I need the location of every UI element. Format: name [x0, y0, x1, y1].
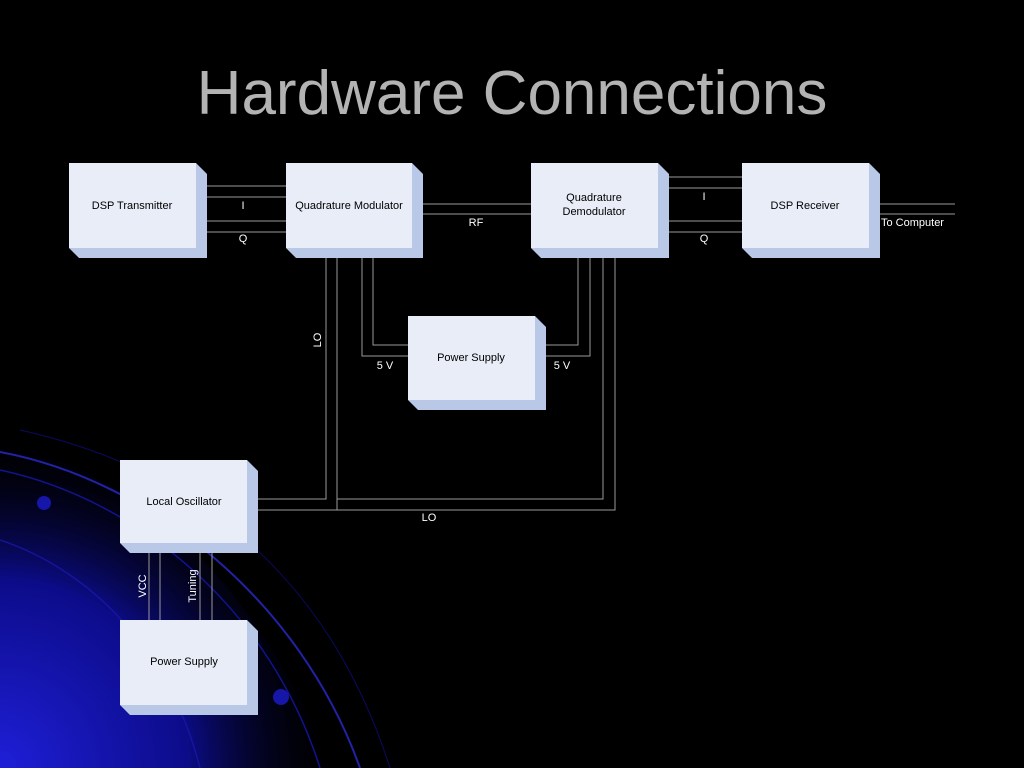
block-local-oscillator: Local Oscillator [120, 460, 258, 553]
swoosh-arc-2 [0, 469, 321, 768]
local-oscillator-label: Local Oscillator [146, 496, 222, 508]
swoosh-arc-1 [0, 451, 361, 768]
label-to-computer: To Computer [881, 217, 944, 229]
label-tx-i: I [241, 200, 244, 212]
power-supply-bottom-label: Power Supply [150, 656, 218, 668]
wire-lo-mod-b [258, 258, 338, 511]
dsp-transmitter-label: DSP Transmitter [92, 200, 173, 212]
swoosh-dot-2 [273, 689, 289, 705]
block-power-supply-bottom: Power Supply [120, 620, 258, 715]
wire-demod-5v-b [535, 258, 591, 357]
block-dsp-receiver: DSP Receiver [742, 163, 880, 258]
wire-lo-demod-b [337, 258, 616, 511]
dsp-receiver-label: DSP Receiver [771, 200, 840, 212]
wire-lo-mod-a [258, 258, 327, 500]
block-quadrature-modulator: Quadrature Modulator [286, 163, 423, 258]
signal-labels: I Q RF I Q To Computer LO 5 V 5 V LO VCC… [137, 191, 944, 603]
wires [148, 176, 955, 620]
label-lo-horizontal: LO [422, 512, 437, 524]
wire-lo-demod-a [337, 258, 604, 500]
label-5v-right: 5 V [554, 360, 571, 372]
swoosh-dot-1 [37, 496, 51, 510]
label-rx-q: Q [700, 233, 709, 245]
label-5v-left: 5 V [377, 360, 394, 372]
label-rx-i: I [702, 191, 705, 203]
quadrature-demodulator-label-line2: Demodulator [563, 206, 626, 218]
label-rf: RF [469, 217, 484, 229]
wire-mod-5v-b [372, 258, 408, 346]
block-dsp-transmitter: DSP Transmitter [69, 163, 207, 258]
quadrature-demodulator-label-line1: Quadrature [566, 192, 622, 204]
label-tuning: Tuning [187, 569, 199, 602]
wire-mod-5v-a [361, 258, 408, 357]
label-tx-q: Q [239, 233, 248, 245]
block-quadrature-demodulator: Quadrature Demodulator [531, 163, 669, 258]
wire-demod-5v-a [535, 258, 579, 346]
quadrature-modulator-label: Quadrature Modulator [295, 200, 403, 212]
label-vcc: VCC [137, 574, 149, 597]
label-lo-vertical: LO [312, 332, 324, 347]
power-supply-center-label: Power Supply [437, 352, 505, 364]
block-power-supply-center: Power Supply [408, 316, 546, 410]
slide-title: Hardware Connections [196, 59, 828, 128]
